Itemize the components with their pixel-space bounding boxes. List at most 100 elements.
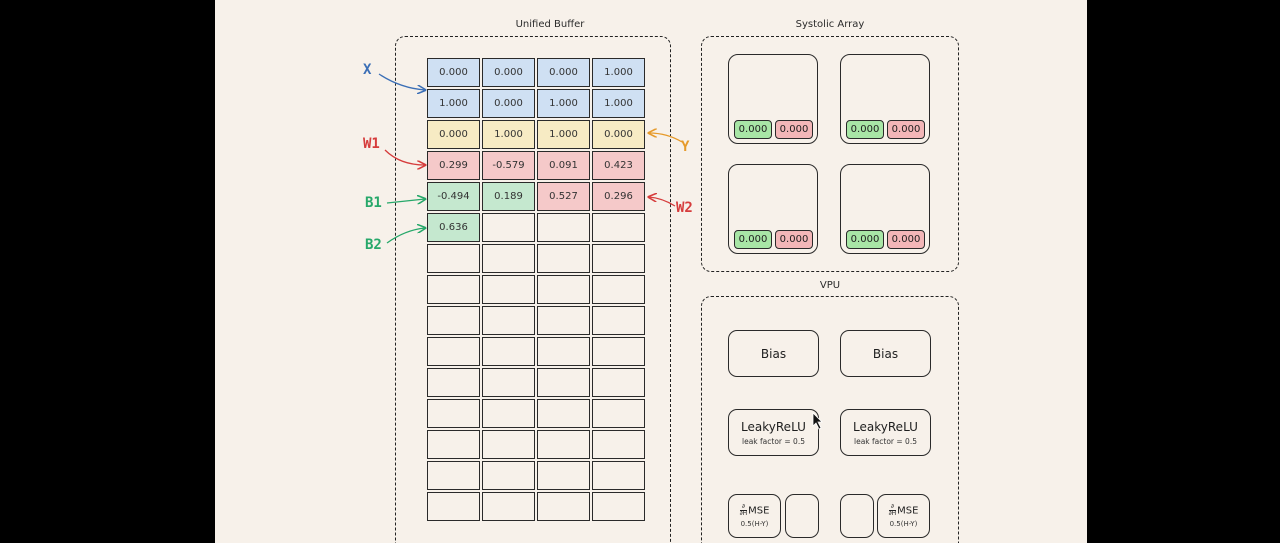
buffer-cell: 0.189: [482, 182, 535, 211]
label-w2: W2: [676, 200, 693, 216]
buffer-cell: 0.000: [482, 89, 535, 118]
buffer-cell: 0.000: [482, 58, 535, 87]
buffer-cell-empty: [592, 399, 645, 428]
buffer-cell-empty: [592, 492, 645, 521]
buffer-cell-empty: [427, 461, 480, 490]
label-x: X: [363, 62, 372, 78]
buffer-cell: 1.000: [482, 120, 535, 149]
label-arrows: [378, 73, 683, 244]
buffer-cell-empty: [537, 213, 590, 242]
buffer-cell: 0.000: [427, 58, 480, 87]
buffer-cell: 0.299: [427, 151, 480, 180]
buffer-cell-empty: [592, 368, 645, 397]
arrow-b2: [386, 228, 425, 244]
mse-label: MSE: [897, 505, 919, 517]
bias-label: Bias: [760, 346, 787, 361]
buffer-cell-empty: [427, 337, 480, 366]
pe-weight-register: 0.000: [775, 120, 813, 139]
arrow-w2: [649, 197, 676, 207]
buffer-cell: 0.527: [537, 182, 590, 211]
buffer-cell-empty: [592, 461, 645, 490]
buffer-cell: 1.000: [537, 120, 590, 149]
arrow-x: [378, 73, 425, 90]
buffer-cell-empty: [482, 244, 535, 273]
buffer-cell: 0.000: [427, 120, 480, 149]
buffer-cell-empty: [482, 337, 535, 366]
buffer-cell-empty: [592, 244, 645, 273]
buffer-cell: 1.000: [537, 89, 590, 118]
mse-side-box-2: [840, 494, 874, 538]
buffer-cell-empty: [482, 399, 535, 428]
relu-sub: leak factor = 0.5: [854, 436, 917, 446]
buffer-cell-empty: [482, 461, 535, 490]
buffer-cell-empty: [427, 275, 480, 304]
unified-buffer-frame: [395, 36, 671, 543]
buffer-cell: 1.000: [427, 89, 480, 118]
label-b1: B1: [365, 195, 382, 211]
arrow-w1: [384, 149, 425, 165]
leaky-relu-box-1: LeakyReLU leak factor = 0.5: [728, 409, 819, 456]
relu-label: LeakyReLU: [741, 419, 806, 434]
buffer-cell-empty: [482, 492, 535, 521]
arrow-b1: [386, 199, 425, 203]
buffer-cell-empty: [537, 244, 590, 273]
mse-sub: 0.5(H-Y): [740, 520, 769, 528]
buffer-cell: 0.636: [427, 213, 480, 242]
leaky-relu-box-2: LeakyReLU leak factor = 0.5: [840, 409, 931, 456]
buffer-cell-empty: [537, 306, 590, 335]
buffer-cell-empty: [427, 244, 480, 273]
buffer-cell: 0.000: [537, 58, 590, 87]
buffer-cell-empty: [427, 399, 480, 428]
buffer-cell-empty: [482, 275, 535, 304]
buffer-cell-empty: [537, 399, 590, 428]
pe-input-register: 0.000: [846, 230, 884, 249]
buffer-cell-empty: [592, 213, 645, 242]
buffer-cell-empty: [592, 306, 645, 335]
buffer-cell-empty: [537, 430, 590, 459]
relu-label: LeakyReLU: [853, 419, 918, 434]
bias-box-1: Bias: [728, 330, 819, 377]
mse-sub: 0.5(H-Y): [889, 520, 918, 528]
vpu-frame: [701, 296, 959, 543]
buffer-cell-empty: [427, 306, 480, 335]
buffer-cell: 0.296: [592, 182, 645, 211]
buffer-cell-empty: [592, 430, 645, 459]
pe-input-register: 0.000: [734, 230, 772, 249]
mse-box-2: ∂∂H MSE 0.5(H-Y): [877, 494, 930, 538]
buffer-cell-empty: [482, 306, 535, 335]
systolic-array-title: Systolic Array: [795, 19, 865, 30]
systolic-array-frame: [701, 36, 959, 272]
buffer-cell: -0.579: [482, 151, 535, 180]
mse-side-box-1: [785, 494, 819, 538]
pe-weight-register: 0.000: [887, 120, 925, 139]
buffer-cell-empty: [537, 492, 590, 521]
buffer-cell-empty: [537, 461, 590, 490]
buffer-cell-empty: [592, 337, 645, 366]
mouse-cursor-icon: [812, 412, 823, 430]
mse-label: MSE: [748, 505, 770, 517]
buffer-cell-empty: [482, 368, 535, 397]
buffer-cell-empty: [427, 492, 480, 521]
vpu-title: VPU: [819, 280, 841, 291]
buffer-cell-empty: [427, 430, 480, 459]
bias-label: Bias: [872, 346, 899, 361]
pe-weight-register: 0.000: [775, 230, 813, 249]
buffer-cell-empty: [482, 430, 535, 459]
buffer-cell-empty: [482, 213, 535, 242]
buffer-cell: 0.091: [537, 151, 590, 180]
relu-sub: leak factor = 0.5: [742, 436, 805, 446]
label-w1: W1: [363, 136, 380, 152]
arrow-y: [649, 133, 683, 143]
unified-buffer-title: Unified Buffer: [515, 19, 585, 30]
pe-weight-register: 0.000: [887, 230, 925, 249]
label-b2: B2: [365, 237, 382, 253]
buffer-cell: 0.000: [592, 120, 645, 149]
buffer-cell: 1.000: [592, 58, 645, 87]
derivative-symbol: ∂∂H: [739, 503, 748, 517]
bias-box-2: Bias: [840, 330, 931, 377]
